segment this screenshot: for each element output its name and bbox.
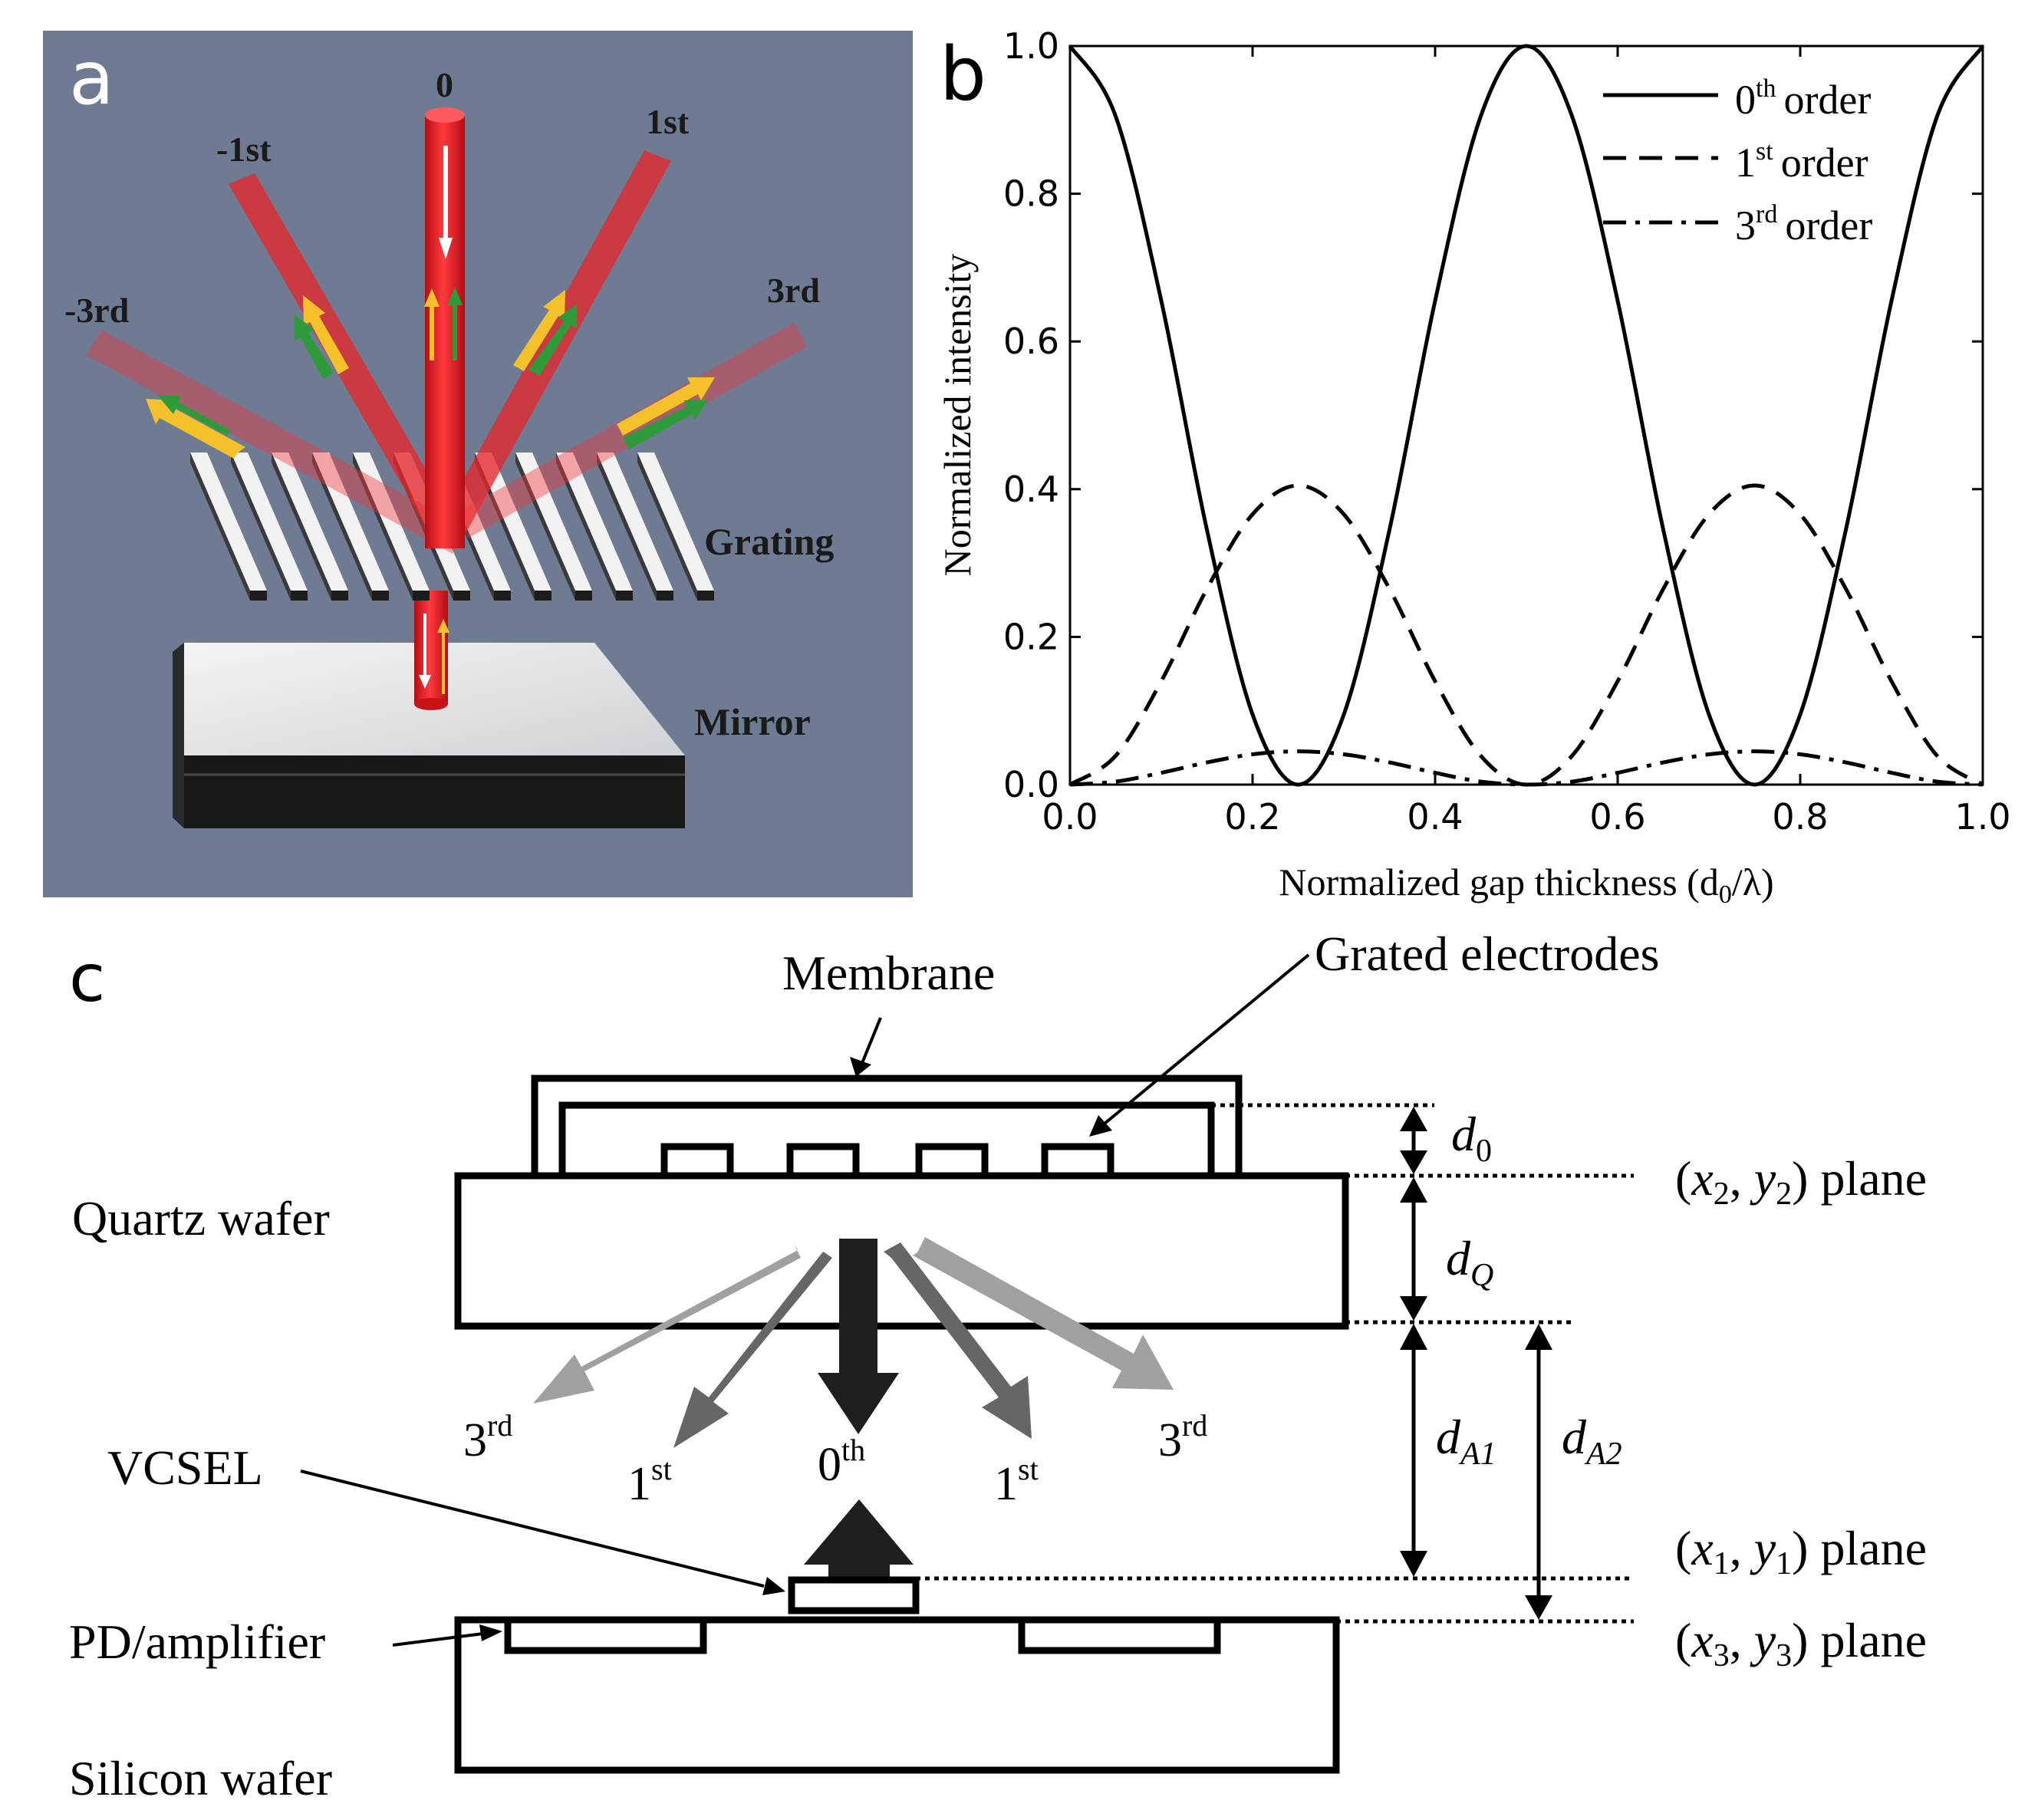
arrow-green-up [447,287,463,360]
plane-label-x2y2: (x2, y2) plane [1675,1151,1927,1212]
grating-bar [637,453,714,601]
grating-bar [190,453,267,601]
x-tick-label: 0.4 [1407,796,1463,838]
grating-bar [272,453,348,601]
beam-plus-3rd [456,322,807,538]
pd-label: PD/amplifier [69,1614,325,1669]
x-tick-label: 1.0 [1954,796,2010,838]
label-dA2: dA2 [1562,1410,1622,1472]
x-tick-label: 0.2 [1224,796,1280,838]
panel-a: a Mirror Grating [43,31,913,897]
beam-minus-3rd [86,330,468,554]
y-tick-label: 0.4 [1003,469,1059,510]
leader-vcsel [300,1469,765,1588]
x-tick-label: 0.8 [1772,796,1828,838]
order-label-1st-left: 1st [627,1452,672,1510]
mirror-label: Mirror [694,700,811,743]
arrow-white-down [439,146,453,259]
grating-bar [231,453,308,601]
electrodes-label: Grated electrodes [1315,926,1660,981]
label-d0: d0 [1451,1107,1492,1169]
plane-label-x1y1: (x1, y1) plane [1675,1521,1927,1581]
arrow-yellow-up [424,288,440,360]
mirror-left-side [173,643,184,828]
panel-b: b 0.0 0.2 0.4 0.6 0.8 1.0 0.0 0.2 0.4 0.6 0.8 1.0 N… [936,25,2011,909]
label-dQ: dQ [1446,1231,1493,1293]
y-axis-label: Normalized intensity [936,254,979,577]
electrode-3 [915,1143,989,1180]
arrow-yellow-up-lower [437,619,449,694]
arrow-1st-right [884,1242,1032,1439]
leader-pd [392,1632,484,1647]
order-label-3rd-left: 3rd [463,1408,512,1466]
order-label-3rd-right: 3rd [1158,1408,1207,1466]
grating-bar [597,453,673,601]
label-dA1: dA1 [1436,1410,1496,1472]
panel-b-letter: b [940,31,986,117]
arrow-1st-left [673,1246,832,1448]
beam-minus-1st [229,173,460,541]
arrow-white-down-lower [419,614,431,689]
x-tick-label: 0.0 [1042,796,1098,838]
y-tick-label: 0.8 [1003,173,1059,215]
vcsel-label: VCSEL [107,1440,263,1495]
y-tick-label: 0.6 [1003,321,1059,362]
reference-lines [916,1103,1634,1624]
membrane-inner [558,1101,1215,1176]
order-label-0th: 0th [818,1433,865,1491]
beam-plus-1st [442,150,671,529]
silicon-label: Silicon wafer [69,1751,332,1805]
grating-label: Grating [704,520,834,563]
panel-c-letter: c [69,940,105,1017]
x-tick-label: 0.6 [1589,796,1645,838]
pd-left [504,1616,707,1654]
grating-bar [353,453,430,601]
arrow-vcsel-up [804,1499,914,1578]
panel-c: c 3rd 1st 0th 1st 3rd [69,926,1927,1805]
beam-label-1st: 1st [646,102,690,141]
grating-bar [556,453,633,601]
quartz-label: Quartz wafer [72,1191,330,1246]
y-tick-label: 0.0 [1003,764,1059,805]
order-arrows [533,1237,1174,1578]
arrow-3rd-right [913,1237,1174,1390]
leader-membrane [861,1017,882,1064]
series-3rd-order [1069,749,1984,787]
beam-label-3rd: 3rd [767,271,820,310]
electrode-4 [1041,1143,1114,1180]
arrow-0th [818,1239,899,1434]
axis-ticks: 0.0 0.2 0.4 0.6 0.8 1.0 0.0 0.2 0.4 0.6 0.8 1.0 [1003,25,2011,838]
electrode-2 [786,1143,860,1180]
membrane-outer [531,1075,1243,1176]
order-label-1st-right: 1st [994,1452,1039,1510]
mirror-side [184,755,685,828]
beam-zero [424,107,465,548]
dimension-arrows [1400,1107,1552,1620]
leader-electrodes [1103,953,1310,1125]
grating-bar [515,453,592,601]
grating-bar [312,453,389,601]
series-lines [1068,44,1985,787]
beam-label-minus-1st: -1st [216,130,272,169]
panel-a-letter: a [69,35,114,121]
beam-label-minus-3rd: -3rd [64,291,130,330]
beam-label-0: 0 [436,65,453,104]
arrow-3rd-left [533,1242,801,1404]
vcsel [788,1576,920,1614]
leader-lines [300,953,1310,1647]
y-tick-label: 0.2 [1003,616,1059,657]
membrane-label: Membrane [782,946,995,1000]
pd-right [1018,1616,1221,1654]
series-0th-order [1068,44,1985,787]
x-axis-label: Normalized gap thickness (d0/λ) [1279,861,1773,909]
y-tick-label: 1.0 [1003,25,1059,67]
electrode-1 [660,1143,734,1180]
plane-label-x3y3: (x3, y3) plane [1675,1613,1927,1674]
